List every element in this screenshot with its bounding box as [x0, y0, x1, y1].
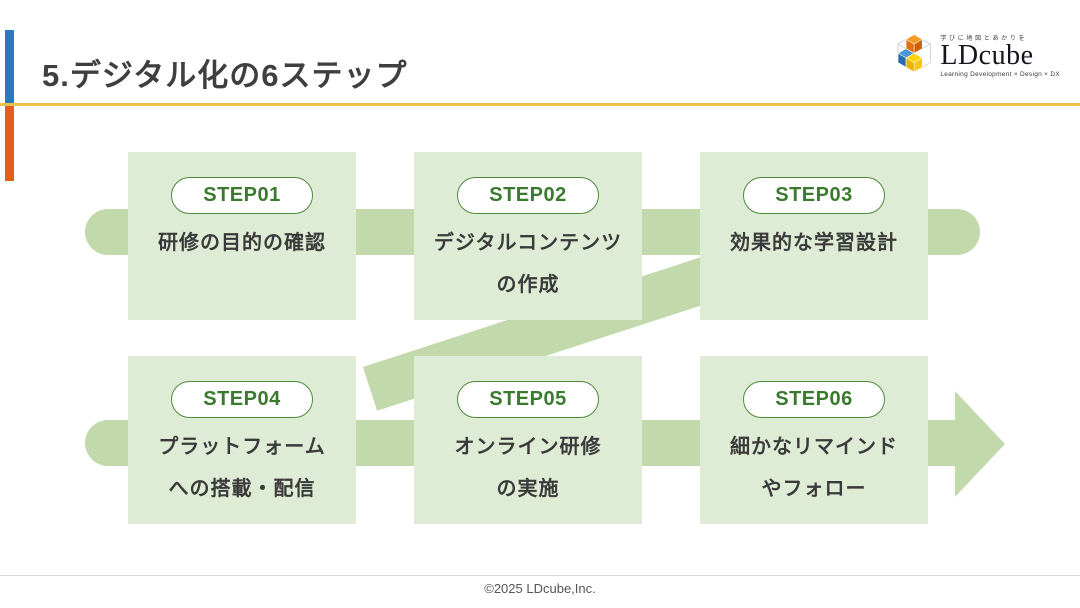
step-box-05: STEP05 オンライン研修 の実施 — [414, 356, 642, 524]
step02-badge-label: STEP02 — [489, 184, 567, 206]
step-box-06: STEP06 細かなリマインド やフォロー — [700, 356, 928, 524]
step-box-02: STEP02 デジタルコンテンツ の作成 — [414, 152, 642, 320]
page-title: 5.デジタル化の6ステップ — [42, 58, 408, 93]
step04-badge-label: STEP04 — [203, 388, 281, 410]
footer-copyright: ©2025 LDcube,Inc. — [484, 581, 596, 596]
step06-badge-label: STEP06 — [775, 388, 853, 410]
step06-badge: STEP06 — [743, 381, 885, 418]
footer-divider — [0, 575, 1080, 576]
left-accent-bar-orange — [5, 104, 14, 181]
step05-badge: STEP05 — [457, 381, 599, 418]
step06-text: 細かなリマインド やフォロー — [730, 436, 898, 500]
step-box-01: STEP01 研修の目的の確認 — [128, 152, 356, 320]
step03-badge-label: STEP03 — [775, 184, 853, 206]
logo-tagline: 学びに地図とあかりを — [940, 36, 1028, 42]
step05-badge-label: STEP05 — [489, 388, 567, 410]
step01-badge: STEP01 — [171, 177, 313, 214]
ldcube-logo: 学びに地図とあかりを LDcube Learning Development ×… — [890, 26, 1060, 84]
step03-badge: STEP03 — [743, 177, 885, 214]
step04-badge: STEP04 — [171, 381, 313, 418]
flow-arrowhead-icon — [955, 391, 1005, 497]
step04-text: プラットフォーム への搭載・配信 — [158, 436, 326, 500]
step05-text: オンライン研修 の実施 — [454, 436, 602, 500]
logo-subtitle: Learning Development × Design × DX — [940, 70, 1060, 78]
step02-badge: STEP02 — [457, 177, 599, 214]
ldcube-logo-mark-icon — [897, 34, 931, 73]
step03-text: 効果的な学習設計 — [730, 232, 898, 254]
title-underline — [0, 103, 1080, 106]
step01-badge-label: STEP01 — [203, 184, 281, 206]
left-accent-bar-blue — [5, 30, 14, 104]
logo-wordmark: LDcube — [940, 40, 1034, 71]
step01-text: 研修の目的の確認 — [158, 232, 326, 254]
step-box-04: STEP04 プラットフォーム への搭載・配信 — [128, 356, 356, 524]
step02-text: デジタルコンテンツ の作成 — [433, 232, 623, 296]
step-box-03: STEP03 効果的な学習設計 — [700, 152, 928, 320]
